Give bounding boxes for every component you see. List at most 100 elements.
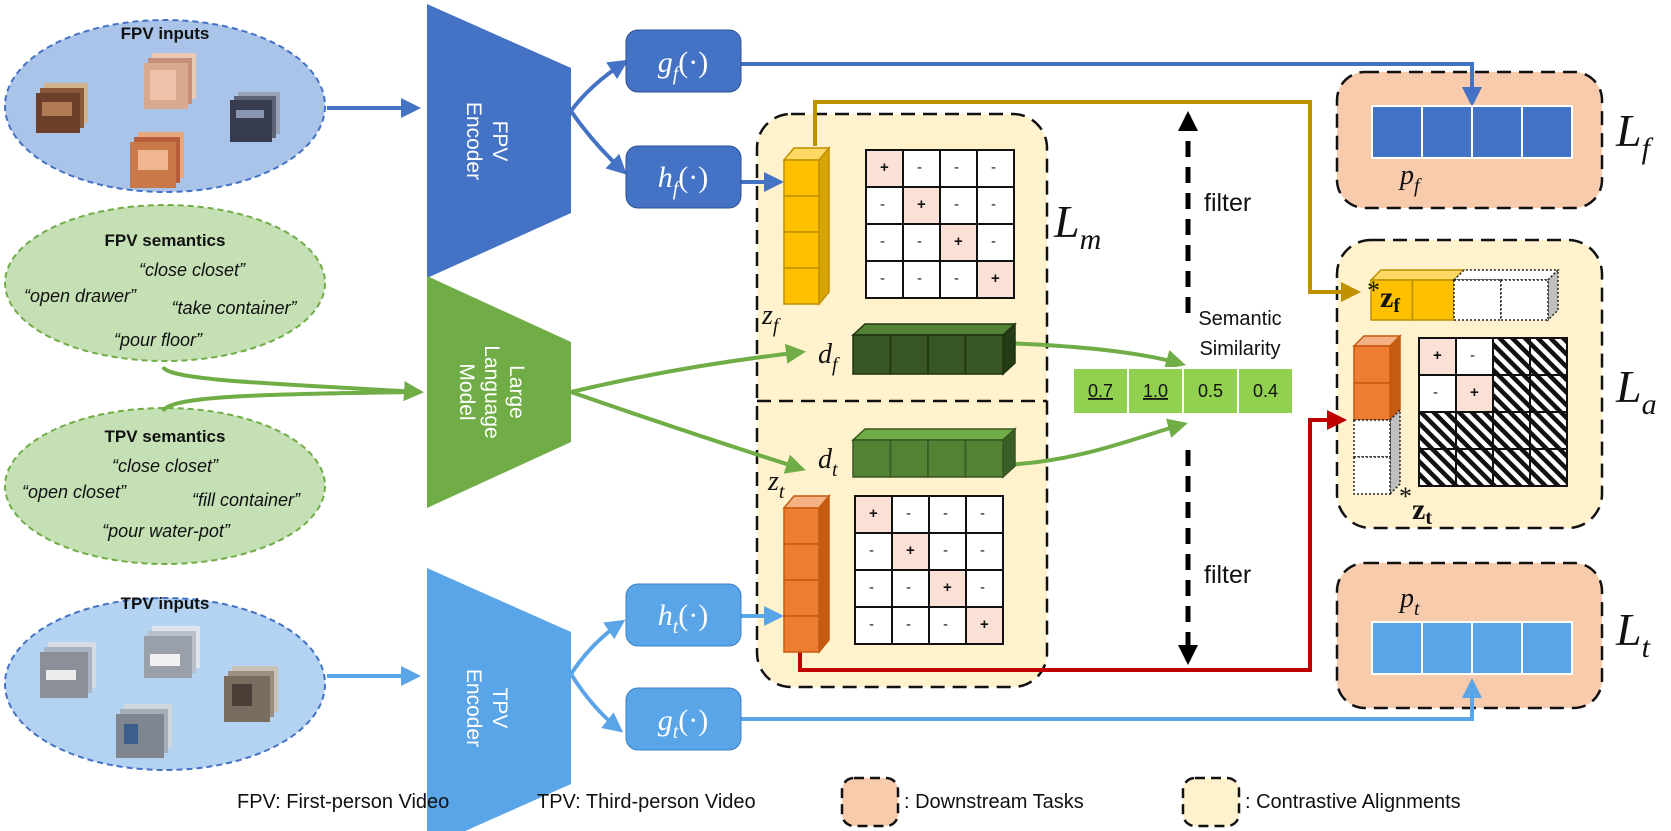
star-z-t-stack xyxy=(1352,334,1402,496)
h-f-head-label: h xyxy=(658,161,673,194)
svg-text:hf(·): hf(·) xyxy=(658,161,709,200)
matrix-cell-value: - xyxy=(917,233,922,250)
tpv-encoder-label: Encoder xyxy=(462,669,485,747)
matrix-cell-value: - xyxy=(880,196,885,213)
matrix-cell xyxy=(976,186,1015,225)
matrix-cell-value: + xyxy=(1470,384,1479,401)
svg-text:zt: zt xyxy=(767,466,785,503)
similarity-value: 0.4 xyxy=(1253,381,1278,401)
matrix-cell xyxy=(1529,374,1568,413)
z-f-label: f xyxy=(773,315,781,337)
p-f-vector xyxy=(1371,105,1573,159)
tpv-semantic-phrase: “pour water-pot” xyxy=(102,521,231,541)
d-f-label: d xyxy=(818,339,833,370)
g-f-head: gf(·) xyxy=(625,29,742,93)
g-f-head-label: (·) xyxy=(678,46,708,79)
matrix-cell xyxy=(976,149,1015,188)
star-z-f-stack xyxy=(1369,268,1560,322)
similarity-cell xyxy=(1237,367,1294,415)
tpv-semantic-phrase: “open closet” xyxy=(22,482,127,502)
star-z-f-label: z xyxy=(1380,281,1393,314)
p-t-label: t xyxy=(1414,598,1420,620)
loss-l-a: L xyxy=(1615,361,1642,412)
loss-l-f: f xyxy=(1642,132,1654,165)
matrix-cell-value: - xyxy=(917,159,922,176)
h-t-head: ht(·) xyxy=(625,583,742,647)
matrix-cell xyxy=(1492,337,1531,376)
matrix-cell-value: + xyxy=(980,616,989,633)
g-f-head-label: f xyxy=(673,63,681,85)
matrix-cell xyxy=(865,186,904,225)
d-t-label: d xyxy=(818,444,833,475)
svg-text:*zt: *zt xyxy=(1399,482,1432,529)
matrix-cell xyxy=(939,149,978,188)
matrix-cell xyxy=(902,260,941,299)
similarity-value: 0.7 xyxy=(1088,381,1113,401)
svg-text:zf: zf xyxy=(761,300,781,337)
matrix-cell xyxy=(854,495,893,534)
svg-text:gt(·): gt(·) xyxy=(658,704,709,743)
z-f-embedding-stack xyxy=(782,145,831,307)
h-f-head: hf(·) xyxy=(625,145,742,209)
filter-label-top: filter xyxy=(1204,189,1251,217)
svg-text:dt: dt xyxy=(818,444,838,481)
fpv-inputs-title: FPV inputs xyxy=(121,24,210,43)
matrix-cell xyxy=(1529,337,1568,376)
tpv-semantic-phrase: “close closet” xyxy=(112,456,219,476)
fpv-frame-thumbnail xyxy=(36,83,88,133)
matrix-cell xyxy=(1492,374,1531,413)
matrix-cell-value: - xyxy=(906,505,911,522)
similarity-value: 1.0 xyxy=(1143,381,1168,401)
semantic-similarity-label: Similarity xyxy=(1199,338,1280,360)
loss-l-a: a xyxy=(1642,388,1657,421)
matrix-cell-value: - xyxy=(954,270,959,287)
g-f-head-label: g xyxy=(658,46,673,79)
matrix-cell-value: - xyxy=(980,579,985,596)
matrix-cell-value: - xyxy=(1470,347,1475,364)
matrix-cell-value: - xyxy=(954,196,959,213)
h-f-head-label: (·) xyxy=(678,161,708,194)
matrix-cell-value: - xyxy=(991,233,996,250)
d-t-embedding-stack xyxy=(851,427,1017,479)
matrix-cell xyxy=(1455,337,1494,376)
p-f-label: p xyxy=(1398,160,1414,191)
h-t-head-label: t xyxy=(673,616,679,638)
matrix-cell-value: - xyxy=(880,270,885,287)
z-t-embedding-stack xyxy=(782,493,831,655)
star-z-f-label: * xyxy=(1367,276,1380,305)
svg-text:La: La xyxy=(1615,361,1657,421)
legend-tpv: TPV: Third-person Video xyxy=(537,791,756,813)
semantic-connections xyxy=(161,341,1188,474)
g-t-head-label: t xyxy=(673,721,679,743)
matrix-cell xyxy=(976,260,1015,299)
matrix-cell xyxy=(1492,411,1531,450)
tpv-semantics-title: TPV semantics xyxy=(105,427,226,446)
matrix-cell-value: - xyxy=(869,579,874,596)
svg-text:*zf: *zf xyxy=(1367,276,1400,317)
similarity-cell xyxy=(1127,367,1184,415)
svg-text:Lf: Lf xyxy=(1615,105,1654,165)
matrix-cell-value: + xyxy=(991,270,1000,287)
similarity-cell xyxy=(1072,367,1129,415)
g-t-head-label: g xyxy=(658,704,673,737)
svg-text:Lm: Lm xyxy=(1053,196,1101,256)
semantic-similarity-label: Semantic xyxy=(1198,308,1281,330)
p-t-label: p xyxy=(1398,583,1414,614)
matrix-cell xyxy=(891,495,930,534)
tpv-semantic-phrase: “fill container” xyxy=(192,490,301,510)
tpv-alignment-connection xyxy=(798,410,1347,672)
legend-downstream-swatch xyxy=(840,776,900,828)
matrix-cell-value: + xyxy=(954,233,963,250)
tpv-encoder-label: TPV xyxy=(488,688,511,729)
fpv-encoder-label: FPV xyxy=(488,121,511,162)
matrix-cell-value: - xyxy=(906,579,911,596)
matrix-cell xyxy=(928,532,967,571)
fpv-encoder-label: Encoder xyxy=(462,102,485,180)
star-z-t-label: * xyxy=(1399,482,1412,511)
alignment-matrix: +--+ xyxy=(1418,337,1568,487)
matrix-cell xyxy=(902,186,941,225)
matrix-cell xyxy=(965,532,1004,571)
loss-l-f: L xyxy=(1615,105,1642,156)
llm-label: Model xyxy=(455,363,478,420)
